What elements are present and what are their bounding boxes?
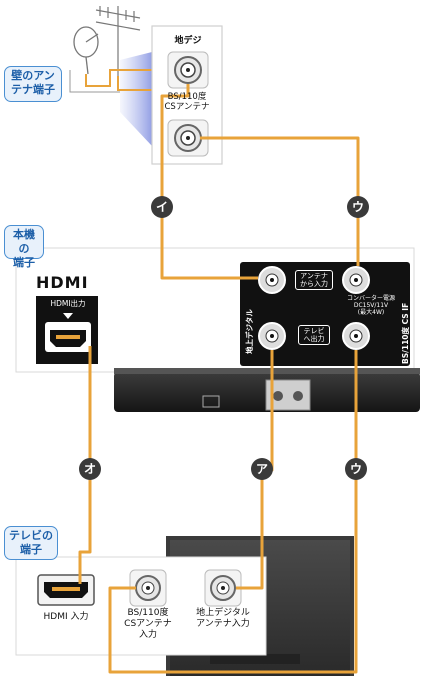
- recorder-body: [114, 368, 420, 412]
- cable-badge-u-bottom: ウ: [345, 458, 367, 480]
- recorder-bs-out-connector-icon: [342, 322, 370, 350]
- recorder-tv-out-connector-icon: [258, 322, 286, 350]
- cable-badge-u-top: ウ: [347, 196, 369, 218]
- antenna-icon: [95, 6, 141, 76]
- tv-terrestrial-in-label: 地上デジタル アンテナ入力: [196, 608, 250, 629]
- antenna-feed-cable: [85, 69, 186, 87]
- cable-badge-o: オ: [79, 458, 101, 480]
- recorder-antenna-in-connector-icon: [258, 266, 286, 294]
- cable-o-hdmi: [78, 346, 92, 584]
- cable-u-bs-tv: [108, 350, 358, 674]
- satellite-dish-icon: [73, 26, 99, 75]
- tv-bs-in-connector-icon: [129, 569, 167, 607]
- hdmi-out-arrow-icon: [63, 313, 73, 319]
- wall-bs-connector-icon: [167, 119, 209, 157]
- tv-terminal-callout: テレビの 端子: [4, 526, 58, 560]
- hdmi-out-label: HDMI出力: [50, 299, 86, 308]
- tv-out-tag: テレビ へ出力: [298, 325, 330, 345]
- antenna-in-tag: アンテナ から入力: [295, 270, 333, 290]
- tv-bs-in-label: BS/110度 CSアンテナ 入力: [124, 608, 172, 640]
- hdmi-out-port-icon: [45, 322, 91, 352]
- tv-terrestrial-in-connector-icon: [204, 569, 242, 607]
- cable-u-bs-wall: [200, 136, 360, 266]
- unit-terminal-callout: 本機の 端子: [4, 225, 44, 269]
- house-outline: [69, 70, 120, 93]
- cable-badge-i: イ: [151, 196, 173, 218]
- wall-terrestrial-label: 地デジ: [174, 36, 202, 46]
- wall-terrestrial-connector-icon: [167, 51, 209, 89]
- cable-i-terrestrial: [160, 84, 258, 280]
- hdmi-logo: HDMI: [36, 273, 89, 292]
- converter-power-label: コンバーター電源 DC15V/11V (最大4W): [346, 295, 395, 316]
- wall-bs-label: BS/110度 CSアンテナ: [164, 92, 210, 112]
- wall-shading: [120, 52, 152, 146]
- tv-hdmi-in-port-icon: [37, 574, 95, 606]
- cable-badge-a: ア: [251, 458, 273, 480]
- tv-hdmi-in-label: HDMI 入力: [43, 612, 89, 622]
- recorder-bs-in-connector-icon: [342, 266, 370, 294]
- terrestrial-vertical-label: 地上デジタル: [245, 309, 254, 354]
- wall-terminal-callout: 壁のアン テナ端子: [4, 66, 62, 102]
